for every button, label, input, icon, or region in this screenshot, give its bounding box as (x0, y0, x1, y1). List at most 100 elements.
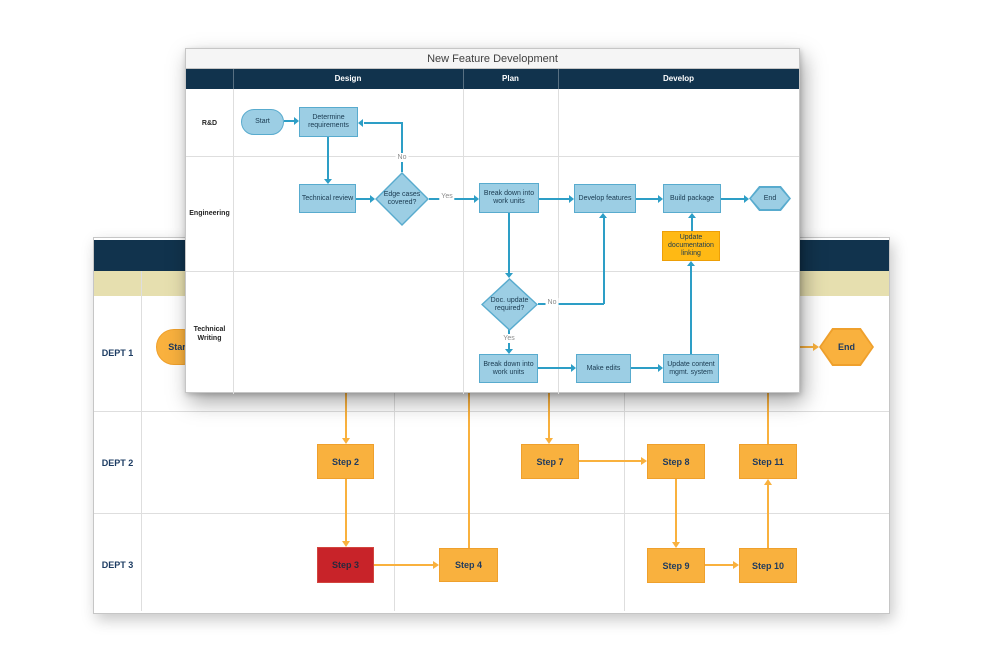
connector-doclinking-buildpackage (691, 218, 693, 231)
connector-step9-step10 (705, 564, 733, 566)
bg-lane-divider-1 (94, 411, 889, 412)
arrowhead-docupdate-no (599, 213, 607, 218)
arrowhead-into-step7 (545, 438, 553, 444)
connector-step7-step8 (579, 460, 641, 462)
arrowhead-doclinking-buildpackage (688, 213, 696, 218)
bg-lane-divider-2 (94, 513, 889, 514)
connector-start-determine (284, 120, 294, 122)
fg-edge-cases-decision: Edge cases covered? (375, 172, 429, 226)
connector-updatecms-doclinking (690, 266, 692, 354)
bg-step11-node: Step 11 (739, 444, 797, 479)
bg-phase-divider-2 (624, 271, 625, 611)
arrowhead-buildpackage-end (744, 195, 749, 203)
fg-phase-divider-1 (463, 89, 464, 394)
bg-lane-column-divider (141, 271, 142, 611)
fg-make-edits-node: Make edits (576, 354, 631, 383)
fg-phase-develop: Develop (662, 74, 695, 83)
fg-phase-header-band (186, 69, 799, 89)
fg-breakdown2-node: Break down into work units (479, 354, 538, 383)
connector-edgecases-no-vertical (401, 122, 403, 172)
connector-breakdown1-developfeatures (539, 198, 569, 200)
fg-technical-review-node: Technical review (299, 184, 356, 213)
connector-techreview-edgecases (356, 198, 370, 200)
fg-header-divider-1 (233, 69, 234, 89)
bg-step3-node: Step 3 (317, 547, 374, 583)
connector-docupdate-no-horizontal (538, 303, 604, 305)
arrowhead-step2-step3 (342, 541, 350, 547)
bg-step4-node: Step 4 (439, 548, 498, 582)
bg-step10-node: Step 10 (739, 548, 797, 583)
connector-step3-step4 (374, 564, 433, 566)
bg-lane-label-dept1: DEPT 1 (101, 348, 134, 358)
fg-start-node: Start (241, 109, 284, 135)
fg-lane-label-technical-writing: Technical Writing (193, 326, 226, 342)
arrowhead-start-determine (294, 117, 299, 125)
arrowhead-makeedits-updatecms (658, 364, 663, 372)
connector-into-step2 (345, 368, 347, 438)
edge-label-yes-edgecases: Yes (439, 192, 455, 201)
arrowhead-into-step2 (342, 438, 350, 444)
arrowhead-step9-step10 (733, 561, 739, 569)
bg-phase-divider-1 (394, 271, 395, 611)
arrowhead-edgecases-no (358, 119, 363, 127)
fg-phase-divider-2 (558, 89, 559, 394)
connector-developfeatures-buildpackage (636, 198, 658, 200)
connector-breakdown2-makeedits (538, 367, 571, 369)
fg-develop-features-node: Develop features (574, 184, 636, 213)
connector-into-step7 (548, 368, 550, 438)
fg-header-divider-3 (558, 69, 559, 89)
fg-lane-column-divider (233, 89, 234, 394)
connector-step8-step9 (675, 479, 677, 542)
edge-label-no-edgecases: No (395, 153, 409, 162)
connector-buildpackage-end (721, 198, 744, 200)
fg-lane-divider-1 (186, 156, 799, 157)
arrowhead-breakdown2-makeedits (571, 364, 576, 372)
fg-lane-label-rnd: R&D (201, 120, 218, 127)
fg-diagram-title: New Feature Development (186, 49, 799, 69)
arrowhead-determine-techreview (324, 179, 332, 184)
fg-update-doc-linking-node: Update documentation linking (662, 231, 720, 261)
arrowhead-step3-step4 (433, 561, 439, 569)
fg-end-node: End (749, 186, 791, 211)
fg-end-hexagon-fill (751, 188, 789, 209)
arrowhead-into-end (813, 343, 819, 351)
arrowhead-breakdown1-developfeatures (569, 195, 574, 203)
connector-step10-step11 (767, 485, 769, 548)
arrowhead-breakdown1-docupdate (505, 273, 513, 278)
connector-step4-up (468, 368, 470, 548)
connector-determine-techreview (327, 137, 329, 179)
connector-step2-step3 (345, 479, 347, 541)
arrowhead-docupdate-yes (505, 349, 513, 354)
fg-build-package-node: Build package (663, 184, 721, 213)
fg-doc-update-decision: Doc. update required? (481, 278, 538, 331)
connector-edgecases-no-horizontal (364, 122, 402, 124)
bg-step2-node: Step 2 (317, 444, 374, 479)
connector-makeedits-updatecms (631, 367, 658, 369)
arrowhead-techreview-edgecases (370, 195, 375, 203)
connector-breakdown1-docupdate (508, 213, 510, 273)
bg-lane-label-dept2: DEPT 2 (101, 458, 134, 468)
bg-end-node: End (819, 328, 874, 366)
fg-lane-divider-2 (186, 271, 799, 272)
connector-step11-up (767, 368, 769, 444)
arrowhead-step10-step11 (764, 479, 772, 485)
edge-label-no-docupdate: No (545, 298, 559, 307)
bg-step7-node: Step 7 (521, 444, 579, 479)
edge-label-yes-docupdate: Yes (501, 334, 517, 343)
arrowhead-step8-step9 (672, 542, 680, 548)
fg-lane-label-engineering: Engineering (189, 210, 230, 217)
connector-docupdate-no-vertical (603, 218, 605, 304)
fg-phase-design: Design (334, 74, 362, 83)
bg-step9-node: Step 9 (647, 548, 705, 583)
foreground-flowchart-page: New Feature Development Design Plan Deve… (185, 48, 800, 394)
bg-end-hexagon-fill (821, 330, 872, 364)
fg-breakdown1-node: Break down into work units (479, 183, 539, 213)
fg-phase-plan: Plan (502, 74, 519, 83)
arrowhead-edgecases-yes (474, 195, 479, 203)
fg-header-divider-2 (463, 69, 464, 89)
fg-determine-requirements-node: Determine requirements (299, 107, 358, 137)
bg-step8-node: Step 8 (647, 444, 705, 479)
bg-lane-label-dept3: DEPT 3 (101, 560, 134, 570)
fg-update-cms-node: Update content mgmt. system (663, 354, 719, 383)
arrowhead-step7-step8 (641, 457, 647, 465)
